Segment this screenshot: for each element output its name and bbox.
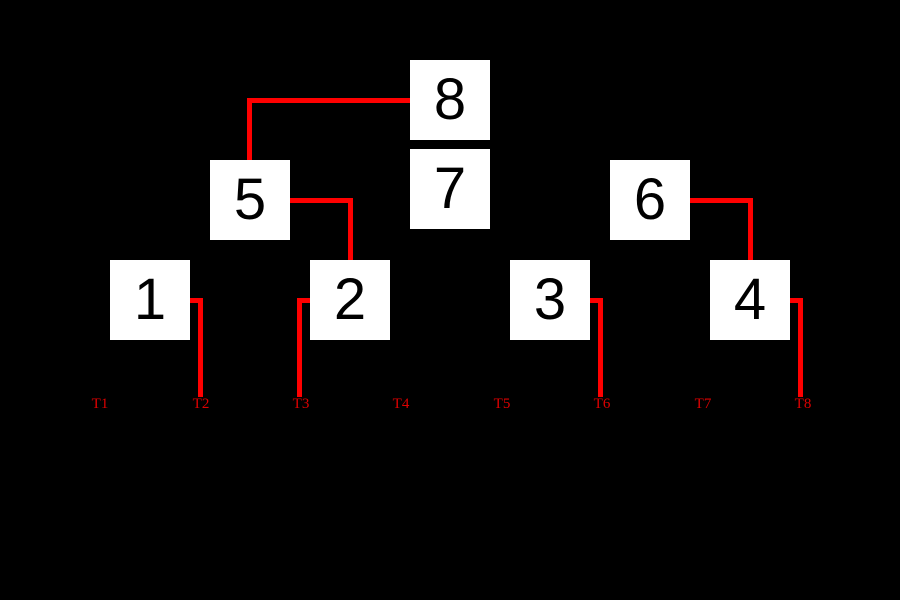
- bracket-node-6: 6: [610, 160, 690, 240]
- connector-node4-t8-vertical: [798, 298, 803, 397]
- connector-node3-t6-vertical: [598, 298, 603, 397]
- seed-label-t4: T4: [392, 396, 410, 412]
- connector-node5-node2-horizontal: [290, 198, 353, 203]
- seed-label-t5: T5: [493, 396, 511, 412]
- connector-node1-t2-vertical: [198, 298, 203, 397]
- seed-label-t1: T1: [91, 396, 109, 412]
- bracket-node-1: 1: [110, 260, 190, 340]
- connector-node6-node4-vertical: [748, 198, 753, 260]
- connector-node4-t8-horizontal: [790, 298, 803, 303]
- connector-node3-t6-horizontal: [590, 298, 603, 303]
- seed-label-t3: T3: [292, 396, 310, 412]
- bracket-node-3: 3: [510, 260, 590, 340]
- bracket-node-4: 4: [710, 260, 790, 340]
- seed-label-t6: T6: [593, 396, 611, 412]
- bracket-node-5: 5: [210, 160, 290, 240]
- connector-node8-node5-horizontal: [247, 98, 410, 103]
- bracket-node-8: 8: [410, 60, 490, 140]
- connector-node2-t3-vertical: [297, 298, 302, 397]
- connector-node1-t2-horizontal: [190, 298, 203, 303]
- connector-node2-t3-horizontal: [297, 298, 310, 303]
- seed-label-t8: T8: [794, 396, 812, 412]
- seed-label-t7: T7: [694, 396, 712, 412]
- seed-label-t2: T2: [192, 396, 210, 412]
- connector-node8-node5-vertical: [247, 98, 252, 160]
- bracket-node-2: 2: [310, 260, 390, 340]
- connector-node5-node2-vertical: [348, 198, 353, 260]
- bracket-node-7: 7: [410, 149, 490, 229]
- connector-node6-node4-horizontal: [690, 198, 753, 203]
